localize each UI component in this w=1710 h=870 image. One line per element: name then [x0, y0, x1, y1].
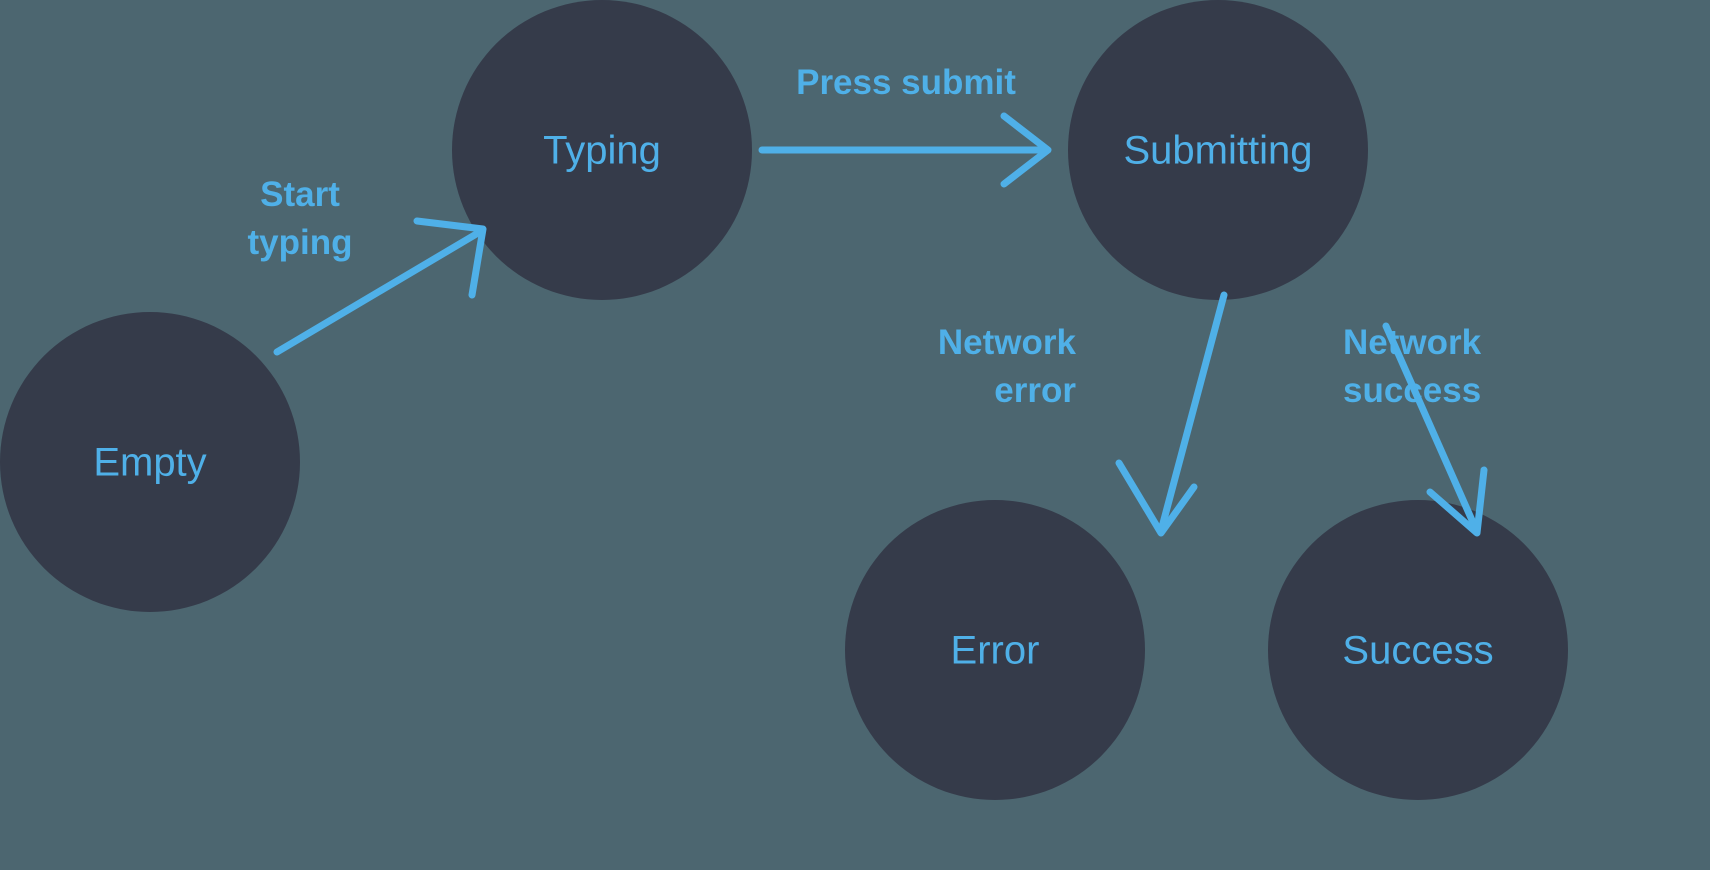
edge-start-typing-arrowhead — [413, 217, 487, 299]
node-empty-label: Empty — [93, 441, 206, 485]
edge-start-typing[interactable]: Start typing — [248, 175, 487, 356]
node-empty-circle[interactable] — [0, 312, 300, 612]
node-success-circle[interactable] — [1268, 500, 1568, 800]
node-typing[interactable]: Typing — [452, 0, 752, 300]
node-success[interactable]: Success — [1268, 500, 1568, 800]
node-error-label: Error — [951, 629, 1040, 673]
node-submitting-label: Submitting — [1124, 129, 1313, 173]
edge-press-submit-label-line-1: Press submit — [796, 63, 1016, 102]
node-typing-label: Typing — [543, 129, 661, 173]
edge-network-success-line — [1382, 322, 1479, 531]
node-typing-circle[interactable] — [452, 0, 752, 300]
edge-press-submit-arrowhead — [1000, 112, 1052, 188]
edge-network-error-label-line-2: error — [994, 371, 1076, 410]
node-error-circle[interactable] — [845, 500, 1145, 800]
node-submitting-circle[interactable] — [1068, 0, 1368, 300]
edge-network-success-arrowhead — [1426, 466, 1488, 537]
node-submitting[interactable]: Submitting — [1068, 0, 1368, 300]
edge-network-success[interactable]: Network success — [1343, 322, 1488, 537]
edge-network-success-label-line-1: Network — [1343, 323, 1482, 362]
node-success-label: Success — [1342, 629, 1493, 673]
edge-network-success-label-line-2: success — [1343, 371, 1481, 410]
edge-network-error-label-line-1: Network — [938, 323, 1077, 362]
edge-start-typing-label-line-2: typing — [248, 223, 353, 262]
edge-network-error[interactable]: Network error — [938, 291, 1228, 537]
edge-start-typing-label-line-1: Start — [260, 175, 340, 214]
edge-press-submit[interactable]: Press submit — [758, 63, 1052, 188]
node-empty[interactable]: Empty — [0, 312, 300, 612]
edge-network-error-arrowhead — [1115, 459, 1198, 537]
edge-network-error-line — [1158, 291, 1228, 531]
edge-start-typing-line — [273, 229, 482, 356]
node-error[interactable]: Error — [845, 500, 1145, 800]
